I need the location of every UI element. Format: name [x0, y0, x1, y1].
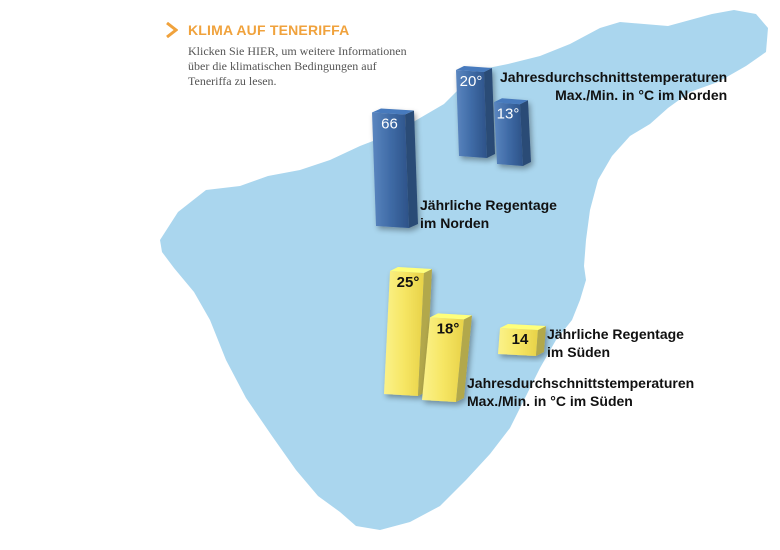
info-link-text[interactable]: Klicken Sie HIER, um weitere Information…: [188, 44, 407, 88]
bar-top-rain_north: [372, 108, 414, 115]
rain-north-annotation: Jährliche Regentage im Norden: [420, 196, 557, 232]
temp-south-annotation-line2: Max./Min. in °C im Süden: [467, 393, 633, 409]
bar-value-label-rain_south: 14: [512, 331, 529, 348]
page-title: KLIMA AUF TENERIFFA: [188, 22, 350, 38]
bar-front-rain_north: [372, 112, 409, 228]
climate-bar-labels: 66 20° 13° 25° 18° 14: [381, 73, 529, 348]
temp-south-annotation: Jahresdurchschnittstemperaturen Max./Min…: [467, 374, 694, 410]
temp-south-annotation-line1: Jahresdurchschnittstemperaturen: [467, 375, 695, 391]
temp-north-annotation-line2: Max./Min. in °C im Norden: [555, 87, 728, 103]
bar-value-label-rain_north: 66: [381, 116, 398, 133]
climate-bars: [372, 66, 546, 402]
bar-min_temp_south: [422, 313, 472, 402]
bar-max_temp_south: [384, 267, 432, 396]
bar-top-max_temp_north: [456, 66, 492, 72]
bar-value-label-min_temp_south: 18°: [437, 320, 460, 337]
bar-side-min_temp_south: [456, 315, 472, 402]
bar-max_temp_north: [456, 66, 495, 158]
chevron-right-icon: [166, 22, 178, 38]
bar-front-max_temp_south: [384, 271, 424, 396]
rain-south-annotation: Jährliche Regentage im Süden: [547, 325, 684, 361]
bar-front-min_temp_north: [494, 102, 523, 166]
bar-side-max_temp_south: [418, 269, 432, 396]
bar-side-min_temp_north: [520, 100, 531, 166]
bar-value-label-min_temp_north: 13°: [497, 105, 520, 122]
temp-north-annotation: Jahresdurchschnittstemperaturen Max./Min…: [500, 68, 727, 104]
rain-north-annotation-line1: Jährliche Regentage: [420, 197, 557, 213]
rain-south-annotation-line2: im Süden: [547, 344, 611, 360]
bar-front-rain_south: [498, 328, 538, 356]
bar-side-rain_north: [405, 110, 418, 228]
bar-value-label-max_temp_south: 25°: [397, 274, 420, 291]
bar-value-label-max_temp_north: 20°: [460, 73, 483, 90]
rain-north-annotation-line2: im Norden: [420, 215, 490, 231]
temp-north-annotation-line1: Jahresdurchschnittstemperaturen: [500, 69, 728, 85]
bar-top-min_temp_south: [430, 313, 472, 320]
bar-rain_north: [372, 108, 418, 228]
bar-front-max_temp_north: [456, 70, 487, 158]
bar-min_temp_north: [494, 98, 531, 166]
bar-top-max_temp_south: [390, 267, 432, 273]
bar-top-rain_south: [500, 324, 546, 330]
bar-top-min_temp_north: [494, 98, 528, 105]
rain-south-annotation-line1: Jährliche Regentage: [547, 326, 684, 342]
bar-side-max_temp_north: [484, 68, 495, 158]
bar-side-rain_south: [536, 326, 546, 356]
bar-rain_south: [498, 324, 546, 356]
bar-front-min_temp_south: [422, 317, 464, 402]
